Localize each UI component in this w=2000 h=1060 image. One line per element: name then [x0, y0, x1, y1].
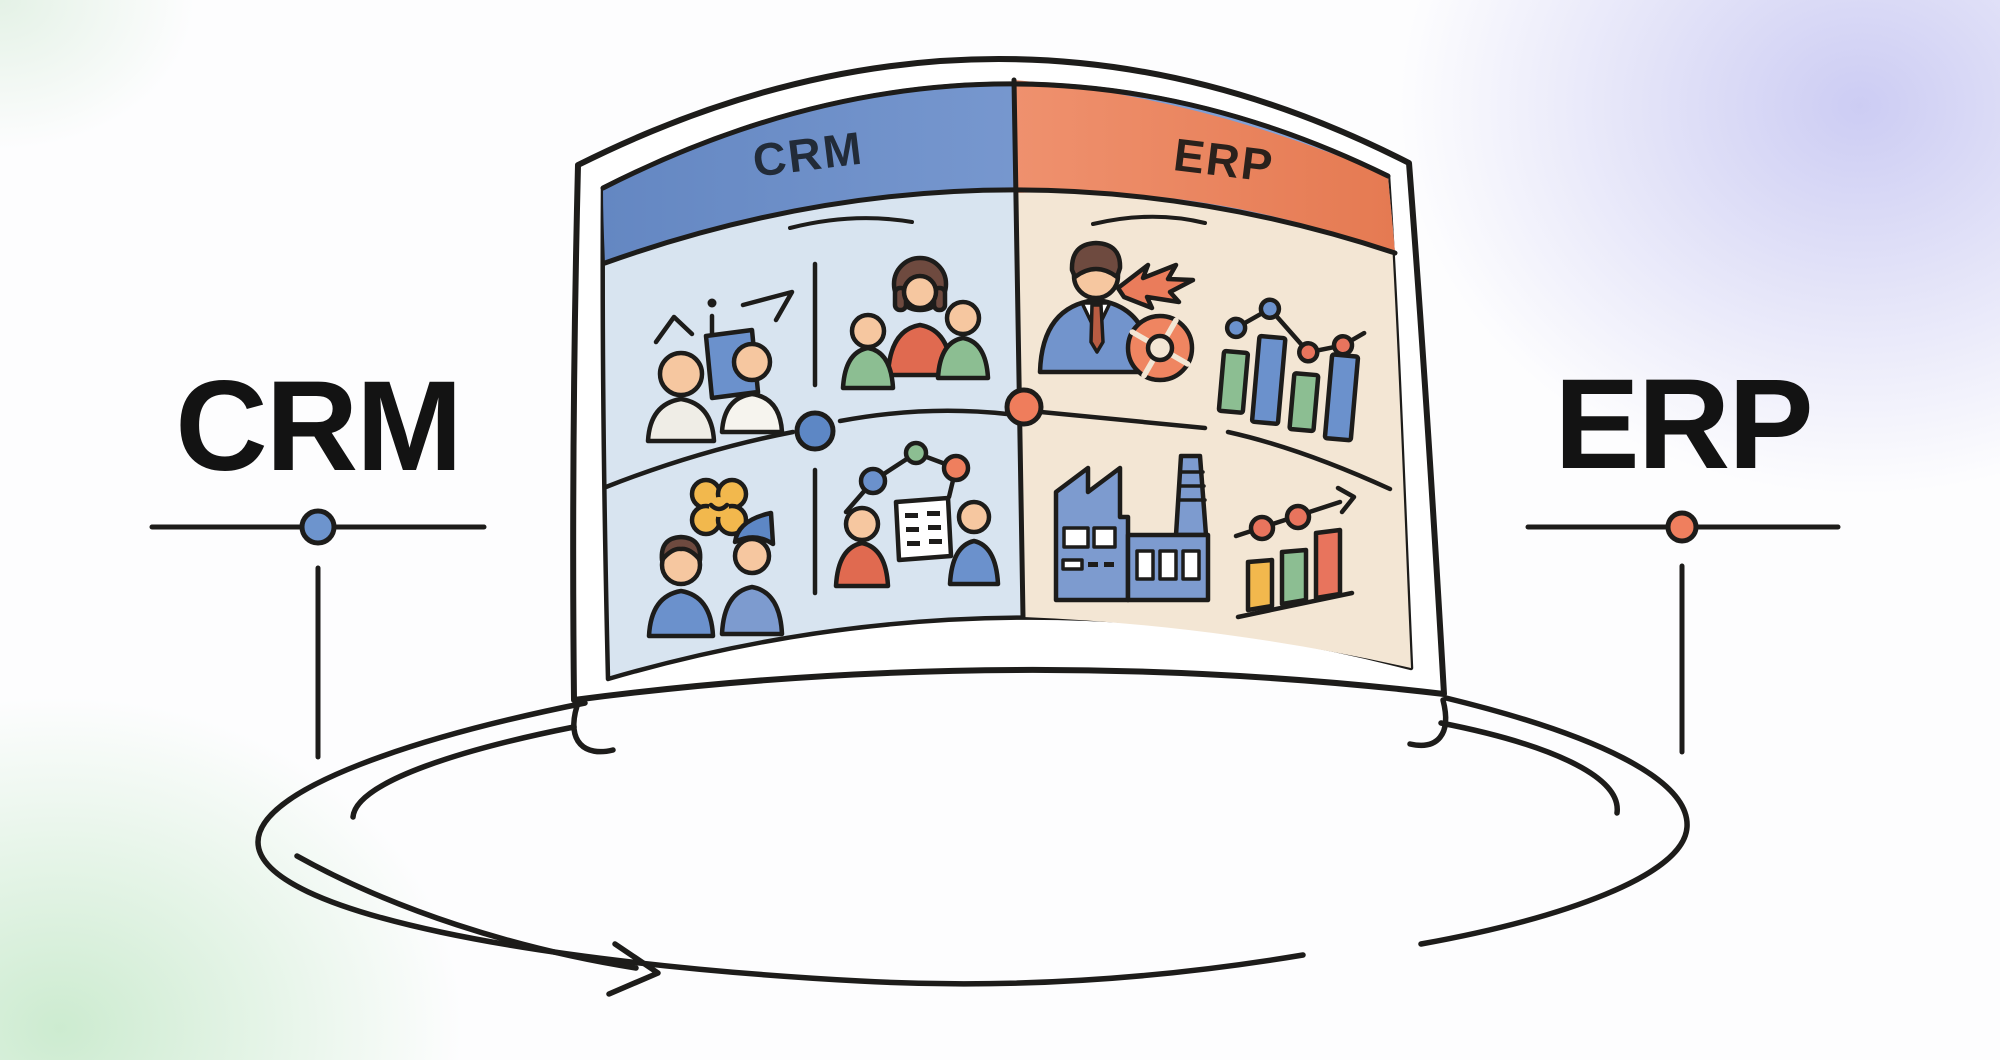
- erp-center-dot: [1004, 387, 1044, 427]
- loop-arrow-line: [294, 853, 639, 971]
- crm-shine-arc: [788, 216, 914, 230]
- factory-icon: [1053, 453, 1211, 603]
- quadrant-dividers: [603, 261, 1393, 596]
- panel-header-erp: [1014, 80, 1395, 253]
- panel-header-separator: [602, 187, 1398, 266]
- erp-label: ERP: [1554, 353, 1811, 496]
- crm-center-dot: [794, 410, 836, 452]
- panel-top-edge: [600, 81, 1391, 191]
- loop-inner-right: [1438, 720, 1620, 816]
- network-document-people-icon: [833, 440, 1001, 589]
- crm-node-dot: [299, 508, 337, 546]
- panel-header-erp-label: ERP: [1171, 128, 1277, 192]
- loop-outer-left: [255, 700, 1306, 987]
- loop-curl-left: [571, 703, 616, 755]
- cycle-loop: [255, 695, 1690, 997]
- panel: CRM ERP: [570, 56, 1447, 703]
- loop-inner-left: [350, 724, 577, 820]
- executive-pie-chart-icon: [1037, 240, 1196, 383]
- pie-donut-icon: [1125, 313, 1195, 383]
- bar-line-chart-icon: [1216, 297, 1367, 443]
- customer-group-icon: [840, 255, 991, 391]
- erp-node-dot: [1665, 510, 1699, 544]
- crm-connector: [149, 524, 487, 760]
- engagement-flower-people-icon: [646, 477, 785, 639]
- loop-outer-right: [1418, 695, 1690, 947]
- flower-icon: [689, 477, 749, 537]
- growth-arrow-chart-icon: [1233, 485, 1357, 620]
- lightning-icon: [1115, 262, 1196, 311]
- loop-curl-right: [1407, 697, 1449, 748]
- presentation-people-icon: [645, 289, 795, 444]
- crm-label: CRM: [175, 355, 461, 498]
- loop-arrow-head-icon: [606, 941, 661, 997]
- erp-shine-arc: [1091, 214, 1207, 226]
- panel-center-split: [1011, 77, 1026, 620]
- erp-connector: [1525, 524, 1841, 755]
